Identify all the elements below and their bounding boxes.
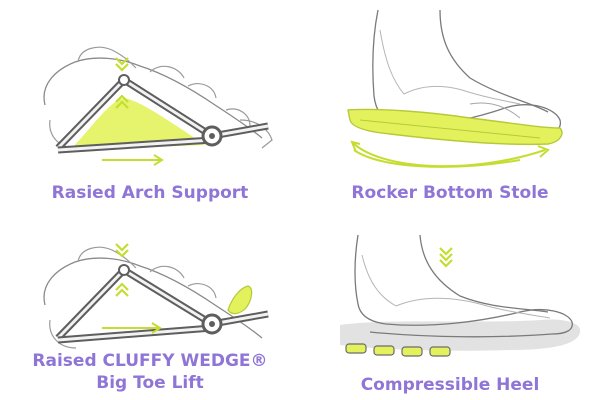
caption-line: Rasied Arch Support xyxy=(51,183,249,203)
rocker-bottom-diagram-icon xyxy=(347,9,563,168)
caption-line: Rocker Bottom Stole xyxy=(351,183,549,203)
arch-support-caption: Rasied Arch Support xyxy=(0,182,300,204)
caption-line: Compressible Heel xyxy=(360,375,540,395)
compressible-heel-diagram-icon xyxy=(340,234,581,357)
rocker-bottom-panel: Rocker Bottom Stole xyxy=(347,9,563,203)
compressible-heel-panel: Compressible Heel xyxy=(300,200,600,400)
compressible-heel-caption: Compressible Heel xyxy=(300,374,600,396)
arch-support-diagram-icon xyxy=(43,46,273,166)
rocker-bottom-caption: Rocker Bottom Stole xyxy=(300,182,600,204)
toe-wedge-panel: Raised CLUFFY WEDGE® Big Toe Lift xyxy=(0,200,300,400)
toe-wedge-caption: Raised CLUFFY WEDGE® Big Toe Lift xyxy=(0,350,300,394)
toe-wedge-diagram-icon xyxy=(43,243,269,349)
caption-line: Big Toe Lift xyxy=(96,373,204,393)
caption-line: Raised CLUFFY WEDGE® xyxy=(32,351,268,371)
arch-support-panel: Rasied Arch Support xyxy=(0,0,300,203)
